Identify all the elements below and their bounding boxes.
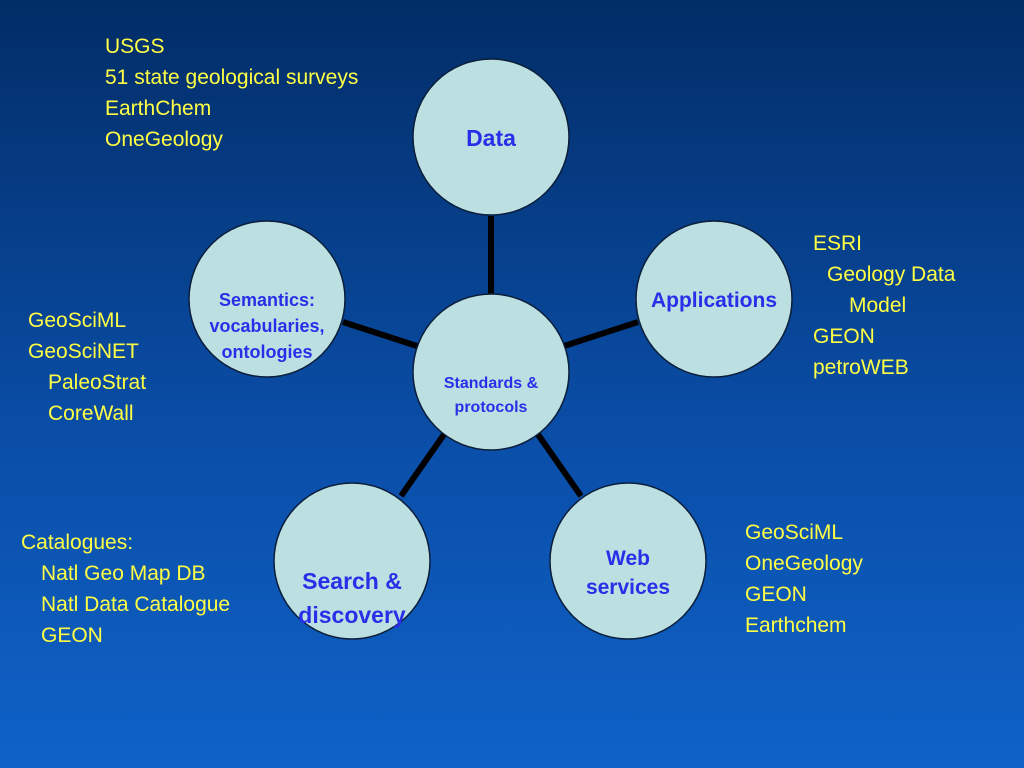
connector-semantics	[342, 319, 421, 350]
data-source-item: USGS	[105, 35, 165, 58]
connector-search-discovery	[398, 431, 448, 498]
applications-list: ESRI Geology Data Model GEON petroWEB	[813, 228, 955, 383]
search-catalogues-list: Catalogues: Natl Geo Map DB Natl Data Ca…	[21, 527, 230, 651]
node-data-label: Data	[466, 125, 516, 151]
semantics-item: CoreWall	[48, 402, 134, 425]
search-catalogues-item: GEON	[41, 624, 103, 647]
web-services-list: GeoSciML OneGeology GEON Earthchem	[745, 517, 863, 641]
web-services-item: GeoSciML	[745, 521, 844, 544]
applications-item: ESRI	[813, 232, 863, 255]
node-search-discovery-label: Search & discovery	[298, 568, 406, 628]
data-source-item: 51 state geological surveys	[105, 66, 359, 89]
connector-web-services	[534, 431, 584, 498]
connector-applications	[560, 319, 639, 350]
semantics-item: GeoSciML	[28, 309, 127, 332]
web-services-item: Earthchem	[745, 614, 847, 637]
node-web-services-circle	[549, 482, 707, 640]
node-semantics-label: Semantics: vocabularies, ontologies	[209, 290, 325, 362]
node-applications-label: Applications	[650, 289, 777, 312]
semantics-item: GeoSciNET	[28, 340, 139, 363]
data-source-item: EarthChem	[105, 97, 212, 120]
search-catalogues-item: Natl Geo Map DB	[41, 562, 206, 585]
applications-item: GEON	[813, 325, 875, 348]
applications-item: Geology Data	[827, 263, 956, 286]
node-web-services-label: Web services	[585, 547, 671, 599]
node-center-label: Standards & protocols	[443, 375, 539, 416]
data-source-item: OneGeology	[105, 128, 223, 151]
node-center-circle	[412, 293, 570, 451]
web-services-item: GEON	[745, 583, 807, 606]
semantics-list: GeoSciML GeoSciNET PaleoStrat CoreWall	[28, 305, 146, 429]
web-services-item: OneGeology	[745, 552, 863, 575]
applications-item: Model	[849, 294, 907, 317]
node-data-circle	[412, 58, 570, 216]
node-applications-circle	[635, 220, 793, 378]
search-catalogues-item: Natl Data Catalogue	[41, 593, 231, 616]
node-semantics-circle	[188, 220, 346, 378]
semantics-item: PaleoStrat	[48, 371, 147, 394]
applications-item: petroWEB	[813, 356, 909, 379]
search-catalogues-item: Catalogues:	[21, 531, 134, 554]
node-search-discovery-circle	[273, 482, 431, 640]
data-sources-list: USGS 51 state geological surveys EarthCh…	[105, 31, 358, 155]
